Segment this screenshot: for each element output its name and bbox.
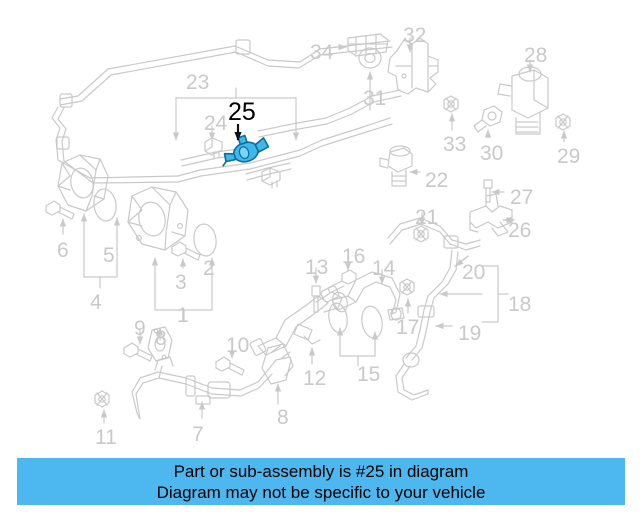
callout-label-25: 25 [228, 98, 256, 126]
callout-label-24: 24 [204, 112, 228, 135]
callout-label-5: 5 [103, 244, 115, 267]
callout-label-14: 14 [372, 257, 396, 280]
gasket-part-2 [193, 223, 217, 257]
callout-label-13: 13 [305, 256, 329, 279]
fuel-rail-12 [249, 285, 343, 359]
nut-part-17 [399, 278, 415, 296]
callout-label-30: 30 [480, 142, 504, 165]
vacuum-line-upper [257, 89, 402, 138]
grommet-part-31 [358, 47, 382, 69]
connector-right [261, 167, 281, 189]
info-banner: Part or sub-assembly is #25 in diagram D… [17, 458, 625, 505]
callout-label-3: 3 [175, 271, 187, 294]
callout-label-22: 22 [425, 169, 449, 192]
gasket-part-15b [361, 305, 383, 339]
callout-label-8a: 8 [155, 327, 167, 350]
leader-20 [454, 255, 469, 267]
callout-label-21: 21 [415, 206, 439, 229]
callout-label-19: 19 [458, 322, 482, 345]
callout-label-33: 33 [443, 133, 467, 156]
callout-label-10: 10 [226, 334, 250, 357]
banner-line-1: Part or sub-assembly is #25 in diagram [173, 461, 469, 481]
bolt-part-3 [171, 241, 201, 261]
bracket-part-34 [347, 33, 389, 57]
bracket-18 [439, 265, 509, 323]
connector-24 [204, 137, 223, 159]
egr-pipe-7 [131, 356, 294, 420]
nut-part-33 [443, 95, 459, 113]
callout-label-9: 9 [134, 317, 146, 340]
bracket-4 [80, 213, 121, 289]
highlighted-part-25 [222, 124, 270, 167]
callout-label-18: 18 [508, 293, 532, 316]
bracket-1 [151, 257, 216, 322]
callout-label-20: 20 [462, 261, 486, 284]
bracket-15 [336, 327, 379, 367]
callout-label-11: 11 [95, 426, 117, 449]
bracket-23 [172, 87, 300, 141]
housing-part-5 [57, 154, 109, 212]
callout-label-28: 28 [524, 44, 548, 67]
callout-label-29: 29 [557, 145, 581, 168]
bracket-part-26 [469, 193, 513, 237]
callout-label-16: 16 [342, 245, 366, 268]
bolt-part-10 [215, 356, 245, 376]
callout-label-2: 2 [203, 257, 215, 280]
callout-label-7: 7 [192, 423, 204, 446]
gasket-part-5b [93, 188, 117, 222]
callout-label-4: 4 [90, 291, 102, 314]
callout-label-23: 23 [186, 71, 210, 94]
egr-tube-14 [331, 271, 405, 321]
valve-part-22 [379, 145, 413, 187]
nut-part-11 [94, 390, 110, 408]
callout-label-12: 12 [303, 367, 327, 390]
sensor-part-30 [473, 105, 503, 133]
bolt-part-6 [45, 200, 75, 220]
bolt-part-13 [311, 285, 321, 313]
callout-label-15: 15 [357, 363, 381, 386]
callout-label-34: 34 [310, 41, 334, 64]
callout-label-31: 31 [363, 87, 387, 110]
callout-label-26: 26 [508, 219, 532, 242]
solenoid-part-28 [497, 66, 549, 135]
bolt-part-9 [123, 342, 153, 362]
nut-part-21 [413, 225, 429, 243]
banner-line-2: Diagram may not be specific to your vehi… [156, 482, 486, 502]
callout-label-1: 1 [177, 304, 189, 327]
callout-label-17: 17 [396, 316, 420, 339]
callout-label-8b: 8 [277, 406, 289, 429]
callout-label-6: 6 [57, 239, 69, 262]
callout-label-27: 27 [510, 186, 534, 209]
callout-label-32: 32 [403, 24, 427, 47]
nut-part-29 [555, 113, 571, 131]
housing-part-1 [127, 186, 189, 251]
bolt-part-27 [483, 179, 493, 203]
